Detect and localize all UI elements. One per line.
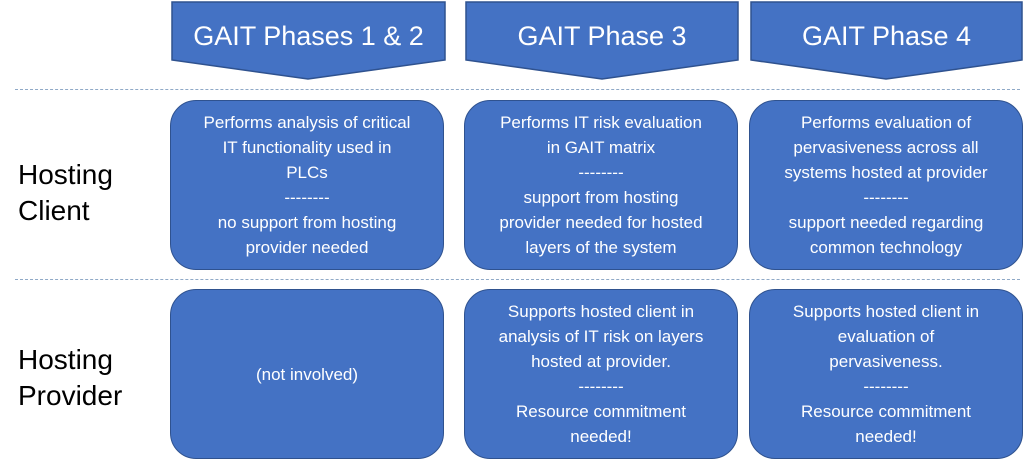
cell-provider-phase-3: Supports hosted client in analysis of IT… xyxy=(464,289,738,459)
cell-line: -------- xyxy=(578,163,624,182)
cell-line: analysis of IT risk on layers xyxy=(498,327,704,346)
cell-line: layers of the system xyxy=(525,238,677,257)
cell-line: no support from hosting xyxy=(217,213,397,232)
row-label-line: Provider xyxy=(18,380,123,411)
row-label-line: Client xyxy=(18,195,90,226)
cell-line: Performs analysis of critical xyxy=(203,113,411,132)
cell-line: Supports hosted client in xyxy=(507,302,695,321)
divider-top xyxy=(15,89,1020,90)
cell-line: needed! xyxy=(855,427,917,446)
phase-label-2: GAIT Phase 3 xyxy=(517,20,687,51)
cell-line: (not involved) xyxy=(255,364,359,384)
cell-line: -------- xyxy=(863,377,909,396)
cell-line: pervasiveness. xyxy=(829,352,943,371)
cell-provider-phase-4: Supports hosted client in evaluation of … xyxy=(749,289,1023,459)
cell-line: pervasiveness across all xyxy=(793,138,979,157)
cell-line: needed! xyxy=(570,427,632,446)
cell-line: -------- xyxy=(284,188,330,207)
divider-middle xyxy=(15,279,1020,280)
cell-line: support needed regarding xyxy=(788,213,984,232)
row-label-line: Hosting xyxy=(18,344,113,375)
row-label-hosting-provider: Hosting Provider xyxy=(18,342,122,414)
phase-arrow-2 xyxy=(465,1,739,80)
cell-line: IT functionality used in xyxy=(222,138,392,157)
cell-line: provider needed for hosted xyxy=(499,213,703,232)
cell-line: evaluation of xyxy=(837,327,935,346)
cell-client-phase-3: Performs IT risk evaluation in GAIT matr… xyxy=(464,100,738,270)
cell-line: hosted at provider. xyxy=(531,352,671,371)
cell-client-phase-4: Performs evaluation of pervasiveness acr… xyxy=(749,100,1023,270)
phase-label-1: GAIT Phases 1 & 2 xyxy=(193,20,424,51)
cell-line: Performs IT risk evaluation xyxy=(500,113,702,132)
row-label-hosting-client: Hosting Client xyxy=(18,157,113,229)
cell-line: -------- xyxy=(863,188,909,207)
cell-line: Supports hosted client in xyxy=(792,302,980,321)
cell-client-phase-1-2: Performs analysis of critical IT functio… xyxy=(170,100,444,270)
row-label-line: Hosting xyxy=(18,159,113,190)
cell-line: Performs evaluation of xyxy=(800,113,972,132)
cell-line: common technology xyxy=(809,238,963,257)
cell-line: Resource commitment xyxy=(800,402,972,421)
cell-line: PLCs xyxy=(286,163,328,182)
phase-arrow-3 xyxy=(750,1,1023,80)
cell-line: in GAIT matrix xyxy=(546,138,656,157)
cell-line: support from hosting xyxy=(523,188,679,207)
cell-line: provider needed xyxy=(245,238,369,257)
cell-line: -------- xyxy=(578,377,624,396)
phase-arrow-1 xyxy=(171,1,446,80)
cell-provider-phase-1-2: (not involved) xyxy=(170,289,444,459)
phase-arrows xyxy=(171,1,1023,80)
cell-line: systems hosted at provider xyxy=(784,163,988,182)
cell-line: Resource commitment xyxy=(515,402,687,421)
phase-label-3: GAIT Phase 4 xyxy=(801,20,972,51)
